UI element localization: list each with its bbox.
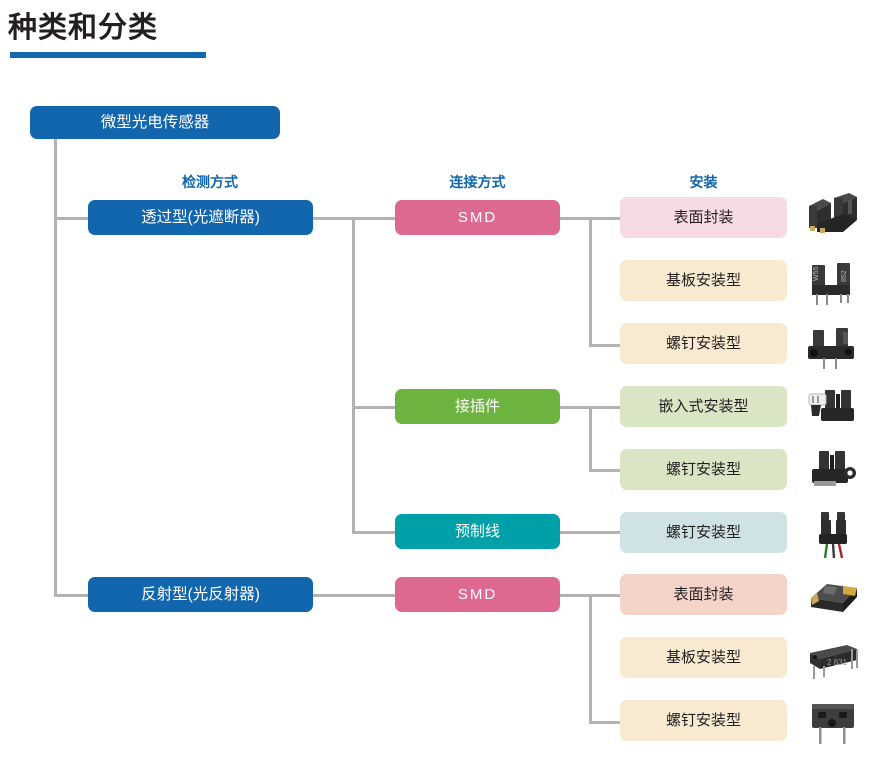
node-mounting-6[interactable]: 螺钉安装型 <box>620 512 787 553</box>
smd1-splitter-vertical <box>589 217 592 344</box>
column-caption-detection: 检测方式 <box>182 174 238 190</box>
node-connection-prewired[interactable]: 预制线 <box>395 514 560 549</box>
product-photo-5 <box>803 445 863 497</box>
node-type-transmissive[interactable]: 透过型(光遮断器) <box>88 200 313 235</box>
trunk-line-vertical <box>54 137 57 597</box>
node-mounting-3[interactable]: 螺钉安装型 <box>620 323 787 364</box>
product-photo-2: W55 852 <box>803 257 863 309</box>
connector-mount2-line <box>589 469 620 472</box>
page-title: 种类和分类 <box>8 12 159 44</box>
reflective-out-line <box>312 594 395 597</box>
node-root-micro-photosensor[interactable]: 微型光电传感器 <box>30 106 280 139</box>
node-mounting-5[interactable]: 螺钉安装型 <box>620 449 787 490</box>
svg-text:2 831: 2 831 <box>827 658 848 667</box>
node-mounting-1[interactable]: 表面封装 <box>620 197 787 238</box>
product-photo-7 <box>803 570 863 622</box>
node-mounting-9[interactable]: 螺钉安装型 <box>620 700 787 741</box>
connector-branch-line <box>352 406 395 409</box>
wire-branch-line <box>352 531 395 534</box>
product-photo-4 <box>803 382 863 434</box>
product-photo-3 <box>803 320 863 372</box>
trunk-branch-reflective <box>54 594 88 597</box>
transmissive-splitter-vertical <box>352 217 355 534</box>
trunk-branch-transmissive <box>54 217 88 220</box>
smd2-mount3-line <box>589 721 620 724</box>
title-underline-rule <box>10 52 206 58</box>
node-connection-connector[interactable]: 接插件 <box>395 389 560 424</box>
svg-text:852: 852 <box>841 270 848 282</box>
product-photo-9 <box>803 696 863 748</box>
wire-out-line <box>560 531 620 534</box>
node-mounting-7[interactable]: 表面封装 <box>620 574 787 615</box>
product-photo-1 <box>803 192 863 244</box>
node-mounting-8[interactable]: 基板安装型 <box>620 637 787 678</box>
node-mounting-2[interactable]: 基板安装型 <box>620 260 787 301</box>
connector-splitter-vertical <box>589 406 592 469</box>
product-photo-6 <box>803 508 863 560</box>
column-caption-mounting: 安装 <box>689 174 718 190</box>
smd2-splitter-vertical <box>589 594 592 721</box>
node-connection-smd-2[interactable]: SMD <box>395 577 560 612</box>
svg-text:W55: W55 <box>813 267 820 282</box>
product-photo-8: 2 831 <box>803 633 863 685</box>
column-caption-connection: 连接方式 <box>449 174 506 190</box>
node-connection-smd-1[interactable]: SMD <box>395 200 560 235</box>
node-mounting-4[interactable]: 嵌入式安装型 <box>620 386 787 427</box>
node-type-reflective[interactable]: 反射型(光反射器) <box>88 577 313 612</box>
smd1-mount3-line <box>589 344 620 347</box>
